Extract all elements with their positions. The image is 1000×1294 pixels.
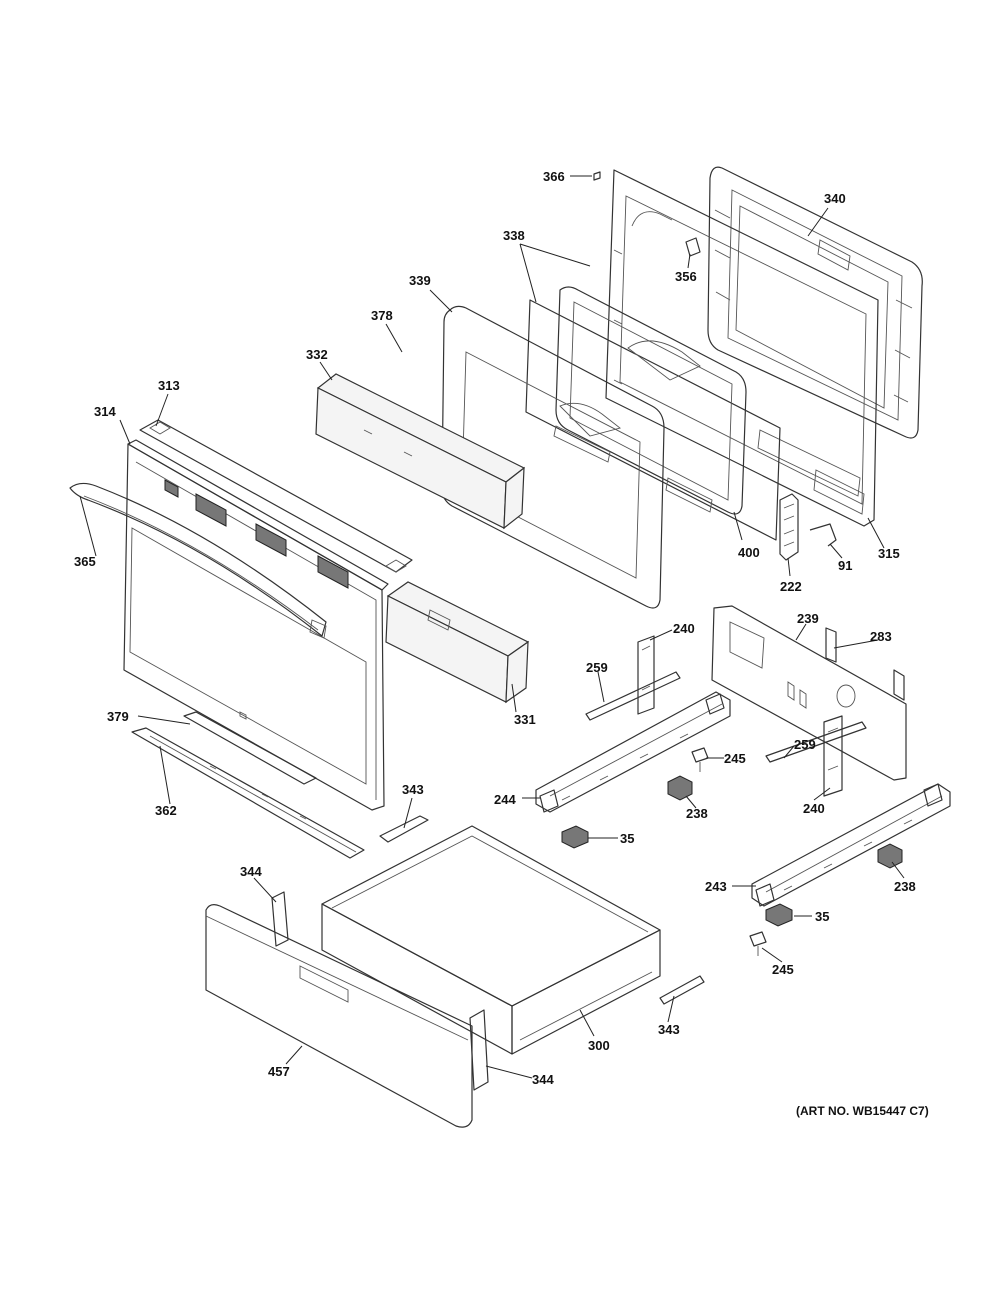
callout-35-left: 35 [620, 831, 634, 846]
callout-239: 239 [797, 611, 819, 626]
callout-245-top: 245 [724, 751, 746, 766]
callout-344-top: 344 [240, 864, 262, 879]
drawer-stop-bracket [379, 815, 705, 1005]
callout-240-bottom: 240 [803, 801, 825, 816]
callout-222: 222 [780, 579, 802, 594]
rear-panel [711, 605, 907, 781]
callout-344-bottom: 344 [532, 1072, 554, 1087]
callout-339: 339 [409, 273, 431, 288]
callout-343-top: 343 [402, 782, 424, 797]
art-number-label: (ART NO. WB15447 C7) [796, 1104, 929, 1118]
callout-332: 332 [306, 347, 328, 362]
callout-91: 91 [838, 558, 852, 573]
door-hinge [779, 493, 837, 561]
callout-240-top: 240 [673, 621, 695, 636]
support-rod [585, 671, 867, 763]
small-parts [561, 171, 903, 956]
callout-283: 283 [870, 629, 892, 644]
door-back-frame [707, 166, 923, 439]
callout-238-left: 238 [686, 806, 708, 821]
body-insulation [385, 581, 530, 704]
callout-313: 313 [158, 378, 180, 393]
callout-238-right: 238 [894, 879, 916, 894]
callout-245-bottom: 245 [772, 962, 794, 977]
leader-lines [79, 175, 905, 1079]
drawer-front [205, 891, 489, 1128]
callout-400: 400 [738, 545, 760, 560]
callout-259-right: 259 [794, 737, 816, 752]
door-outer-panel [605, 169, 879, 527]
callout-365: 365 [74, 554, 96, 569]
side-bracket [637, 635, 843, 797]
drawer-rail-right [751, 783, 951, 907]
callout-356: 356 [675, 269, 697, 284]
oven-door [123, 439, 389, 811]
door-glass-panels [525, 286, 781, 541]
callout-378: 378 [371, 308, 393, 323]
door-bottom-trim [131, 711, 365, 859]
drawer-box [321, 825, 661, 1055]
door-handle [69, 482, 327, 639]
callout-243: 243 [705, 879, 727, 894]
callout-244: 244 [494, 792, 516, 807]
callout-labels: 366 340 338 356 339 378 332 313 314 365 … [74, 169, 916, 1087]
callout-338: 338 [503, 228, 525, 243]
callout-314: 314 [94, 404, 116, 419]
callout-259-left: 259 [586, 660, 608, 675]
callout-300: 300 [588, 1038, 610, 1053]
drawer-rail-left [535, 691, 731, 813]
callout-35-right: 35 [815, 909, 829, 924]
callout-331: 331 [514, 712, 536, 727]
callout-343-bottom: 343 [658, 1022, 680, 1037]
callout-362: 362 [155, 803, 177, 818]
callout-315: 315 [878, 546, 900, 561]
callout-379: 379 [107, 709, 129, 724]
callout-340: 340 [824, 191, 846, 206]
callout-457: 457 [268, 1064, 290, 1079]
door-insulation [315, 373, 526, 530]
callout-366: 366 [543, 169, 565, 184]
